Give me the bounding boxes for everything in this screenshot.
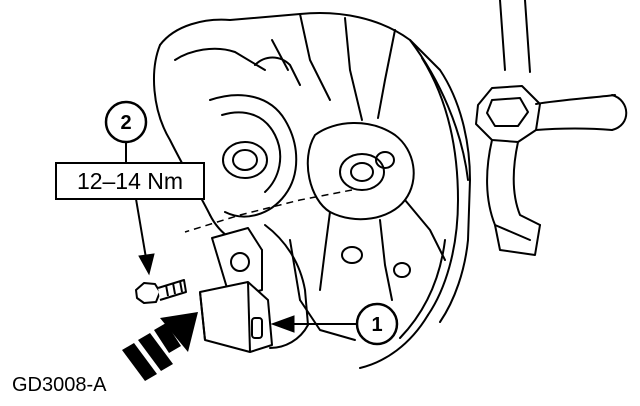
callout-2-number: 2	[120, 112, 131, 134]
callout-1-arrowhead	[270, 315, 295, 333]
callout-2: 2	[104, 100, 148, 144]
bolt	[135, 279, 187, 304]
callout-1-number: 1	[371, 314, 382, 336]
torque-spec-box: 12–14 Nm	[55, 162, 205, 200]
torque-spec-label: 12–14 Nm	[77, 168, 183, 194]
alignment-dashed-line	[184, 189, 353, 233]
sensor-component	[199, 227, 273, 353]
callout-1: 1	[355, 302, 399, 346]
right-linkage	[475, 0, 628, 256]
direction-arrow-icon	[122, 312, 198, 381]
engine-housing	[153, 12, 471, 369]
callout-2-arrowhead	[138, 253, 155, 276]
callout-2-leader	[125, 142, 147, 259]
figure-id: GD3008-A	[12, 374, 107, 396]
